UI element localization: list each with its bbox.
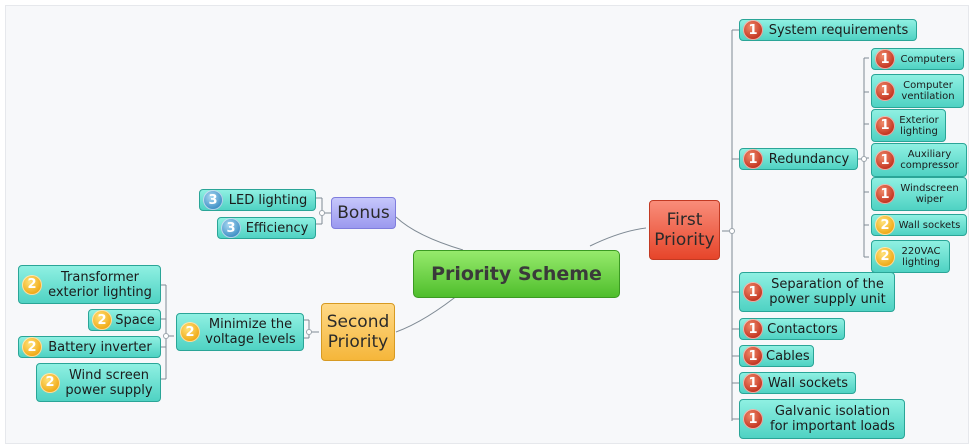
priority-1-icon: 1 (743, 20, 763, 40)
topic-label: Wall sockets (898, 219, 961, 231)
topic-label: Windscreen wiper (900, 183, 959, 205)
priority-1-icon: 1 (743, 282, 763, 302)
topic-label: System requirements (768, 22, 909, 38)
topic-label: Space (115, 312, 155, 328)
topic-computer-ventilation[interactable]: 1 Computer ventilation (871, 74, 964, 108)
topic-label: Wall sockets (767, 375, 849, 391)
priority-1-icon: 1 (743, 149, 763, 169)
priority-1-icon: 1 (875, 184, 895, 204)
topic-label: Exterior lighting (899, 114, 939, 137)
topic-battery-inverter[interactable]: 2 Battery inverter (18, 336, 161, 358)
topic-220vac-lighting[interactable]: 2 220VAC lighting (871, 240, 950, 273)
central-topic-label: Priority Scheme (431, 263, 602, 285)
priority-1-icon: 1 (875, 49, 895, 69)
topic-cables[interactable]: 1 Cables (739, 345, 814, 367)
topic-label: Computer ventilation (901, 80, 955, 102)
priority-3-icon: 3 (203, 190, 223, 210)
topic-led-lighting[interactable]: 3 LED lighting (199, 189, 316, 211)
topic-label: Auxiliary compressor (900, 149, 959, 171)
priority-2-icon: 2 (92, 310, 112, 330)
topic-wall-sockets[interactable]: 1 Wall sockets (739, 372, 856, 394)
branch-second-label: Second Priority (326, 312, 390, 352)
topic-space[interactable]: 2 Space (88, 309, 161, 331)
branch-bonus[interactable]: Bonus (331, 197, 396, 229)
topic-label: Battery inverter (48, 339, 152, 355)
topic-label: Redundancy (768, 151, 850, 167)
priority-1-icon: 1 (875, 150, 895, 170)
topic-label: Contactors (767, 321, 838, 337)
topic-wind-screen-power-supply[interactable]: 2 Wind screen power supply (36, 363, 161, 402)
branch-first-priority[interactable]: First Priority (649, 200, 720, 260)
topic-separation-power-supply[interactable]: 1 Separation of the power supply unit (739, 272, 895, 312)
priority-3-icon: 3 (221, 218, 241, 238)
topic-transformer-exterior-lighting[interactable]: 2 Transformer exterior lighting (18, 265, 161, 304)
priority-2-icon: 2 (875, 246, 895, 267)
topic-label: Transformer exterior lighting (48, 269, 152, 300)
topic-minimize-voltage[interactable]: 2 Minimize the voltage levels (176, 313, 304, 351)
topic-label: Cables (766, 348, 810, 364)
connector-lines (161, 29, 869, 421)
topic-label: Separation of the power supply unit (769, 277, 886, 307)
topic-label: Computers (900, 53, 956, 65)
topic-label: Minimize the voltage levels (205, 317, 296, 347)
topic-redundancy[interactable]: 1 Redundancy (739, 148, 858, 170)
priority-1-icon: 1 (743, 409, 763, 429)
priority-2-icon: 2 (40, 372, 60, 393)
mind-map-canvas: Priority Scheme First Priority Second Pr… (5, 5, 969, 444)
topic-system-requirements[interactable]: 1 System requirements (739, 19, 917, 41)
priority-1-icon: 1 (875, 115, 895, 136)
topic-contactors[interactable]: 1 Contactors (739, 318, 845, 340)
priority-1-icon: 1 (743, 373, 763, 393)
central-topic[interactable]: Priority Scheme (413, 250, 620, 298)
topic-windscreen-wiper[interactable]: 1 Windscreen wiper (871, 177, 967, 211)
topic-label: Efficiency (245, 220, 309, 236)
topic-galvanic-isolation[interactable]: 1 Galvanic isolation for important loads (739, 399, 905, 439)
topic-exterior-lighting[interactable]: 1 Exterior lighting (871, 109, 946, 142)
topic-label: Wind screen power supply (65, 367, 153, 398)
priority-2-icon: 2 (22, 274, 42, 295)
priority-1-icon: 1 (743, 319, 763, 339)
topic-label: 220VAC lighting (901, 245, 941, 268)
branch-first-label: First Priority (654, 210, 715, 250)
priority-2-icon: 2 (875, 215, 895, 235)
branch-bonus-label: Bonus (337, 203, 390, 223)
topic-computers[interactable]: 1 Computers (871, 48, 964, 70)
topic-auxiliary-compressor[interactable]: 1 Auxiliary compressor (871, 143, 967, 177)
topic-label: Galvanic isolation for important loads (770, 404, 895, 434)
branch-second-priority[interactable]: Second Priority (321, 303, 395, 361)
priority-2-icon: 2 (22, 337, 42, 357)
priority-2-icon: 2 (180, 322, 200, 342)
topic-efficiency[interactable]: 3 Efficiency (217, 217, 316, 239)
topic-redundancy-wall-sockets[interactable]: 2 Wall sockets (871, 214, 967, 236)
priority-1-icon: 1 (875, 81, 895, 101)
topic-label: LED lighting (228, 192, 308, 208)
priority-1-icon: 1 (743, 346, 763, 366)
